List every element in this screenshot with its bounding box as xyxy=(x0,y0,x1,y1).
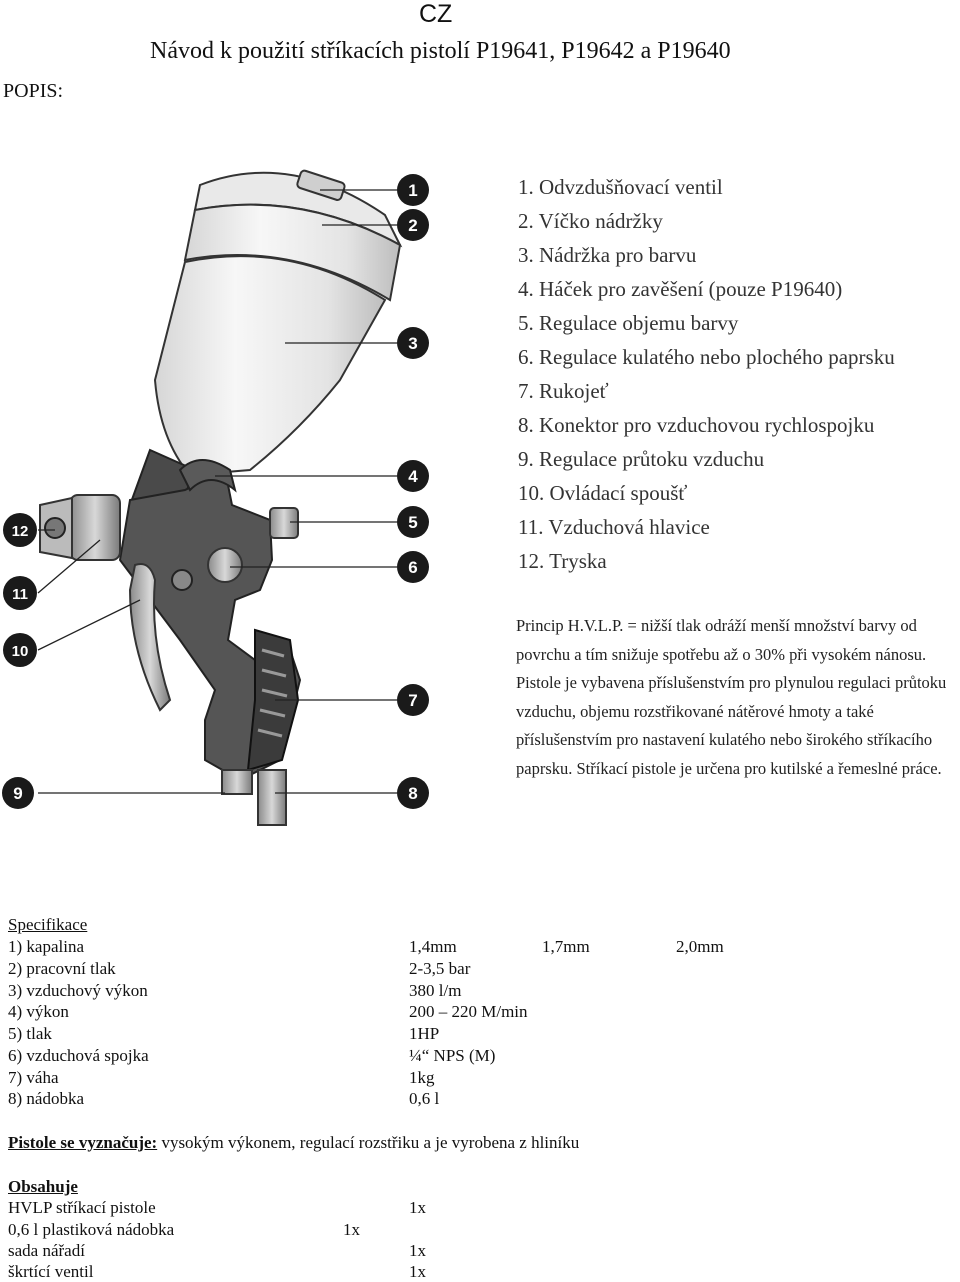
list-item: 8. Konektor pro vzduchovou rychlospojku xyxy=(518,413,875,437)
spec-value: 1,4mm xyxy=(409,937,457,956)
item-qty: 1x xyxy=(409,1262,426,1281)
spec-value: 380 l/m xyxy=(409,981,462,1000)
spec-heading: Specifikace xyxy=(8,915,88,934)
item-name: HVLP stříkací pistole xyxy=(8,1198,156,1217)
page-title: Návod k použití stříkacích pistolí P1964… xyxy=(150,38,731,64)
air-flow-knob xyxy=(221,769,253,795)
svg-text:8: 8 xyxy=(408,784,417,803)
air-cap xyxy=(39,494,121,561)
item-name: sada nářadí xyxy=(8,1241,85,1260)
paint-cup xyxy=(153,255,387,477)
features-line: Pistole se vyznačuje: vysokým výkonem, r… xyxy=(8,1133,579,1153)
svg-text:3: 3 xyxy=(408,334,417,353)
list-item: 9. Regulace průtoku vzduchu xyxy=(518,447,765,471)
callout-marker: 8 xyxy=(397,777,429,809)
svg-text:11: 11 xyxy=(12,586,28,603)
callout-markers: 1 2 3 4 5 6 7 8 9 10 11 12 xyxy=(2,174,429,809)
features-text: vysokým výkonem, regulací rozstřiku a je… xyxy=(157,1133,580,1152)
callout-marker: 6 xyxy=(397,551,429,583)
svg-text:9: 9 xyxy=(13,784,22,803)
list-item: 6. Regulace kulatého nebo plochého paprs… xyxy=(518,345,895,369)
list-item: 7. Rukojeť xyxy=(518,379,609,403)
item-qty: 1x xyxy=(409,1241,426,1260)
spec-label: 1) kapalina xyxy=(8,937,84,956)
callout-marker: 2 xyxy=(397,209,429,241)
item-qty: 1x xyxy=(409,1198,426,1217)
spec-value: ¼“ NPS (M) xyxy=(409,1046,496,1065)
callout-marker: 7 xyxy=(397,684,429,716)
list-item: 1. Odvzdušňovací ventil xyxy=(518,175,723,199)
callout-marker: 12 xyxy=(3,513,37,547)
cup-lid xyxy=(183,169,403,302)
hvlp-principle: Princip H.V.L.P. = nižší tlak odráží men… xyxy=(516,616,927,664)
list-item: 10. Ovládací spoušť xyxy=(518,481,688,505)
contents-heading: Obsahuje xyxy=(8,1177,78,1196)
section-label-description: POPIS: xyxy=(3,80,64,102)
handle-grip xyxy=(246,628,300,772)
callout-marker: 9 xyxy=(2,777,34,809)
spec-value: 2-3,5 bar xyxy=(409,959,471,978)
callout-marker: 5 xyxy=(397,506,429,538)
spec-value: 1kg xyxy=(409,1068,435,1087)
list-item: 2. Víčko nádržky xyxy=(518,209,663,233)
spec-value: 1,7mm xyxy=(542,937,590,956)
list-item: 11. Vzduchová hlavice xyxy=(518,515,710,539)
air-inlet xyxy=(257,769,287,826)
list-item: 4. Háček pro zavěšení (pouze P19640) xyxy=(518,277,843,301)
fan-knob xyxy=(207,547,243,583)
hanger-hook xyxy=(178,459,237,493)
parts-list: 1. Odvzdušňovací ventil 2. Víčko nádržky… xyxy=(518,174,895,582)
list-item: 3. Nádržka pro barvu xyxy=(518,243,697,267)
item-qty: 1x xyxy=(343,1220,360,1239)
list-item: 5. Regulace objemu barvy xyxy=(518,311,739,335)
spec-value: 0,6 l xyxy=(409,1089,440,1108)
callout-marker: 10 xyxy=(3,633,37,667)
principle-text: Princip H.V.L.P. = nižší tlak odráží men… xyxy=(516,612,960,783)
spec-label: 8) nádobka xyxy=(8,1089,85,1108)
language-code: CZ xyxy=(419,0,453,28)
fluid-knob xyxy=(269,507,299,539)
spec-label: 3) vzduchový výkon xyxy=(8,981,148,1000)
svg-text:5: 5 xyxy=(408,513,417,532)
features-label: Pistole se vyznačuje: xyxy=(8,1133,158,1152)
accessories-description: Pistole je vybavena příslušenstvím pro p… xyxy=(516,673,947,778)
item-name: 0,6 l plastiková nádobka xyxy=(8,1220,175,1239)
callout-marker: 1 xyxy=(397,174,429,206)
svg-text:2: 2 xyxy=(408,216,417,235)
callout-marker: 4 xyxy=(397,460,429,492)
svg-text:12: 12 xyxy=(12,523,29,540)
callout-marker: 11 xyxy=(3,576,37,610)
spec-label: 4) výkon xyxy=(8,1002,69,1021)
spec-value: 1HP xyxy=(409,1024,440,1043)
spec-value: 2,0mm xyxy=(676,937,724,956)
spec-label: 2) pracovní tlak xyxy=(8,959,116,978)
callout-marker: 3 xyxy=(397,327,429,359)
svg-text:10: 10 xyxy=(12,643,29,660)
list-item: 12. Tryska xyxy=(518,549,607,573)
item-name: škrtící ventil xyxy=(8,1262,94,1281)
spec-label: 5) tlak xyxy=(8,1024,52,1043)
svg-text:7: 7 xyxy=(408,691,417,710)
spray-gun-illustration xyxy=(37,169,403,826)
spec-value: 200 – 220 M/min xyxy=(409,1002,528,1021)
spec-label: 6) vzduchová spojka xyxy=(8,1046,149,1065)
svg-text:4: 4 xyxy=(408,467,418,486)
spec-label: 7) váha xyxy=(8,1068,59,1087)
svg-text:1: 1 xyxy=(408,181,417,200)
svg-text:6: 6 xyxy=(408,558,417,577)
